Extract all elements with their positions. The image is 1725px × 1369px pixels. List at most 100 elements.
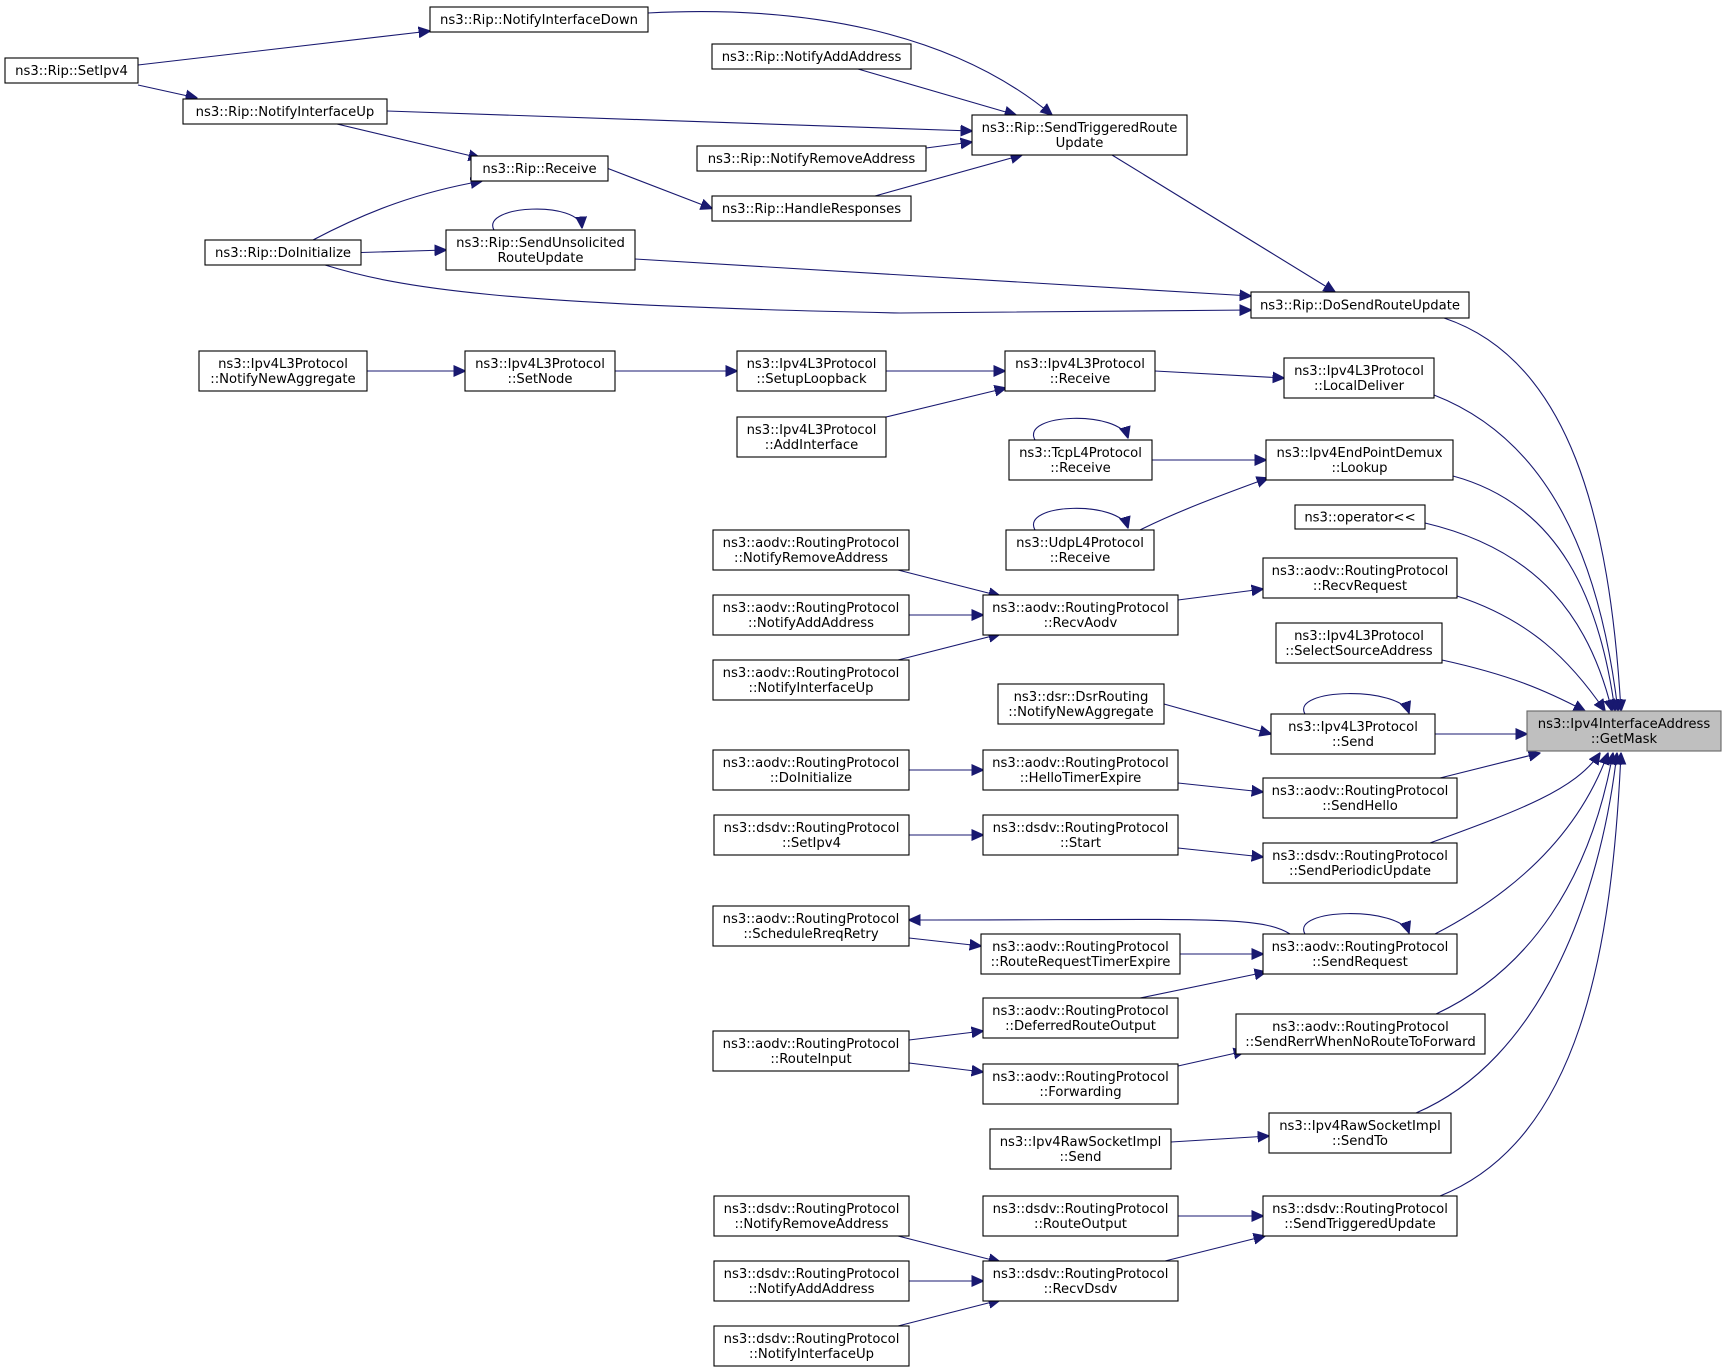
node-label: ns3::TcpL4Protocol [1019, 446, 1142, 461]
node-aodv_routeinput[interactable]: ns3::aodv::RoutingProtocol::RouteInput [712, 1030, 910, 1072]
node-getmask[interactable]: ns3::Ipv4InterfaceAddress::GetMask [1526, 710, 1722, 752]
node-rip_dosendrouteupdate[interactable]: ns3::Rip::DoSendRouteUpdate [1250, 291, 1470, 319]
node-dsdv_start[interactable]: ns3::dsdv::RoutingProtocol::Start [982, 814, 1179, 856]
node-box [713, 1260, 910, 1302]
node-label: ns3::dsdv::RoutingProtocol [1272, 849, 1448, 864]
edge-dsdv_start-to-dsdv_sendperiodicupdate [1177, 847, 1263, 857]
node-dsdv_routeoutput[interactable]: ns3::dsdv::RoutingProtocol::RouteOutput [982, 1195, 1179, 1237]
node-aodv_doinitialize[interactable]: ns3::aodv::RoutingProtocol::DoInitialize [712, 749, 910, 791]
node-aodv_notifyremoveaddress[interactable]: ns3::aodv::RoutingProtocol::NotifyRemove… [712, 529, 910, 571]
node-dsdv_notifyremoveaddress[interactable]: ns3::dsdv::RoutingProtocol::NotifyRemove… [713, 1195, 910, 1237]
node-ipv4l3_addinterface[interactable]: ns3::Ipv4L3Protocol::AddInterface [736, 416, 887, 458]
node-label: ns3::dsdv::RoutingProtocol [1272, 1202, 1448, 1217]
node-ipv4l3_notifynewaggregate[interactable]: ns3::Ipv4L3Protocol::NotifyNewAggregate [198, 350, 368, 392]
node-rip_notifyinterfaceup[interactable]: ns3::Rip::NotifyInterfaceUp [182, 98, 388, 125]
edge-rip_setipv4-to-rip_notifyinterfacedown [137, 31, 430, 66]
node-aodv_sendrequest[interactable]: ns3::aodv::RoutingProtocol::SendRequest [1262, 933, 1458, 975]
node-label: ns3::aodv::RoutingProtocol [992, 940, 1169, 955]
node-rip_receive[interactable]: ns3::Rip::Receive [470, 155, 609, 182]
node-box [712, 905, 910, 947]
node-aodv_notifyaddaddress[interactable]: ns3::aodv::RoutingProtocol::NotifyAddAdd… [712, 594, 910, 636]
node-rip_setipv4[interactable]: ns3::Rip::SetIpv4 [4, 57, 139, 84]
node-label: ns3::Ipv4L3Protocol [475, 357, 605, 372]
node-label: ns3::Ipv4RawSocketImpl [1279, 1119, 1441, 1134]
node-label: ::SelectSourceAddress [1285, 644, 1433, 659]
node-ipv4l3_selectsourceaddress[interactable]: ns3::Ipv4L3Protocol::SelectSourceAddress [1275, 622, 1443, 664]
node-label: ::AddInterface [765, 438, 858, 453]
edge-aodv_notifyremoveaddress-to-aodv_recvaodv [897, 569, 1000, 596]
node-box [1265, 439, 1454, 481]
node-ipv4raw_send[interactable]: ns3::Ipv4RawSocketImpl::Send [989, 1128, 1172, 1170]
node-dsdv_recvdsdv[interactable]: ns3::dsdv::RoutingProtocol::RecvDsdv [982, 1260, 1179, 1302]
node-ipv4l3_setnode[interactable]: ns3::Ipv4L3Protocol::SetNode [464, 350, 616, 392]
node-aodv_recvaodv[interactable]: ns3::aodv::RoutingProtocol::RecvAodv [982, 594, 1179, 636]
node-dsdv_notifyinterfaceup[interactable]: ns3::dsdv::RoutingProtocol::NotifyInterf… [713, 1325, 910, 1367]
node-tcpl4_receive[interactable]: ns3::TcpL4Protocol::Receive [1008, 439, 1153, 481]
node-ipv4raw_sendto[interactable]: ns3::Ipv4RawSocketImpl::SendTo [1268, 1112, 1452, 1154]
node-label: ns3::dsdv::RoutingProtocol [724, 1332, 900, 1347]
node-box [711, 195, 912, 222]
node-label: ::Start [1060, 836, 1101, 851]
node-aodv_schedulerreqretry[interactable]: ns3::aodv::RoutingProtocol::ScheduleRreq… [712, 905, 910, 947]
node-aodv_hellotimerexpire[interactable]: ns3::aodv::RoutingProtocol::HelloTimerEx… [982, 749, 1179, 791]
node-rip_notifyremoveaddress[interactable]: ns3::Rip::NotifyRemoveAddress [696, 145, 927, 172]
node-aodv_notifyinterfaceup[interactable]: ns3::aodv::RoutingProtocol::NotifyInterf… [712, 659, 910, 701]
node-box [1250, 291, 1470, 319]
node-ipv4l3_send[interactable]: ns3::Ipv4L3Protocol::Send [1270, 713, 1436, 755]
node-dsdv_sendperiodicupdate[interactable]: ns3::dsdv::RoutingProtocol::SendPeriodic… [1262, 842, 1458, 884]
edge-dsdv_sendtriggeredupdate-to-getmask [1439, 753, 1621, 1197]
node-box [429, 6, 649, 33]
node-operator_shl[interactable]: ns3::operator<< [1294, 504, 1426, 530]
node-dsdv_notifyaddaddress[interactable]: ns3::dsdv::RoutingProtocol::NotifyAddAdd… [713, 1260, 910, 1302]
node-label: ns3::Ipv4RawSocketImpl [1000, 1135, 1162, 1150]
edge-ipv4l3_send-to-ipv4l3_send [1303, 693, 1409, 714]
node-ipv4l3_localdeliver[interactable]: ns3::Ipv4L3Protocol::LocalDeliver [1283, 357, 1435, 399]
node-ipv4epdemux_lookup[interactable]: ns3::Ipv4EndPointDemux::Lookup [1265, 439, 1454, 481]
node-ipv4l3_setuploopback[interactable]: ns3::Ipv4L3Protocol::SetupLoopback [736, 350, 887, 392]
node-udpl4_receive[interactable]: ns3::UdpL4Protocol::Receive [1005, 529, 1155, 571]
node-box [736, 350, 887, 392]
edge-rip_notifyremoveaddress-to-rip_sendtriggeredrouteupdate [925, 142, 972, 148]
edge-dsdv_recvdsdv-to-dsdv_sendtriggeredupdate [1164, 1236, 1265, 1262]
node-rip_notifyinterfacedown[interactable]: ns3::Rip::NotifyInterfaceDown [429, 6, 649, 33]
edge-rip_sendunsolicitedrouteupdate-to-rip_sendunsolicitedrouteupdate [492, 208, 582, 231]
node-label: ::NotifyRemoveAddress [735, 1217, 889, 1232]
edge-aodv_notifyinterfaceup-to-aodv_recvaodv [897, 634, 1000, 661]
node-aodv_sendhello[interactable]: ns3::aodv::RoutingProtocol::SendHello [1262, 777, 1458, 819]
node-aodv_forwarding[interactable]: ns3::aodv::RoutingProtocol::Forwarding [982, 1063, 1179, 1105]
node-label: ns3::Rip::DoInitialize [215, 246, 351, 261]
node-box [980, 933, 1181, 975]
node-label: ns3::aodv::RoutingProtocol [992, 756, 1169, 771]
node-box [204, 239, 362, 266]
node-box [464, 350, 616, 392]
node-dsr_notifynewaggregate[interactable]: ns3::dsr::DsrRouting::NotifyNewAggregate [997, 683, 1165, 725]
node-box [711, 43, 912, 70]
node-box [713, 814, 910, 856]
node-label: ns3::Ipv4L3Protocol [218, 357, 348, 372]
node-rip_notifyaddaddress[interactable]: ns3::Rip::NotifyAddAddress [711, 43, 912, 70]
node-rip_doinitialize[interactable]: ns3::Rip::DoInitialize [204, 239, 362, 266]
node-label: ::DeferredRouteOutput [1005, 1019, 1156, 1034]
node-box [712, 749, 910, 791]
node-label: ::NotifyInterfaceUp [749, 681, 874, 696]
node-label: ::SendRequest [1312, 955, 1408, 970]
node-aodv_sendrerrwhennoroutetoforward[interactable]: ns3::aodv::RoutingProtocol::SendRerrWhen… [1235, 1013, 1486, 1055]
node-box [1262, 842, 1458, 884]
node-label: ns3::Ipv4L3Protocol [1294, 364, 1424, 379]
node-box [982, 997, 1179, 1039]
node-aodv_deferredrouteoutput[interactable]: ns3::aodv::RoutingProtocol::DeferredRout… [982, 997, 1179, 1039]
node-box [713, 1325, 910, 1367]
node-box [997, 683, 1165, 725]
node-aodv_recvrequest[interactable]: ns3::aodv::RoutingProtocol::RecvRequest [1262, 557, 1458, 599]
node-label: ns3::Rip::DoSendRouteUpdate [1260, 299, 1460, 314]
node-dsdv_sendtriggeredupdate[interactable]: ns3::dsdv::RoutingProtocol::SendTriggere… [1262, 1195, 1458, 1237]
edge-rip_sendtriggeredrouteupdate-to-rip_dosendrouteupdate [1111, 154, 1335, 292]
node-ipv4l3_receive[interactable]: ns3::Ipv4L3Protocol::Receive [1004, 350, 1156, 392]
node-dsdv_setipv4[interactable]: ns3::dsdv::RoutingProtocol::SetIpv4 [713, 814, 910, 856]
node-label: ns3::Rip::NotifyInterfaceUp [196, 105, 375, 120]
node-rip_handleresponses[interactable]: ns3::Rip::HandleResponses [711, 195, 912, 222]
node-aodv_routerequesttimerexpire[interactable]: ns3::aodv::RoutingProtocol::RouteRequest… [980, 933, 1181, 975]
node-box [1262, 557, 1458, 599]
